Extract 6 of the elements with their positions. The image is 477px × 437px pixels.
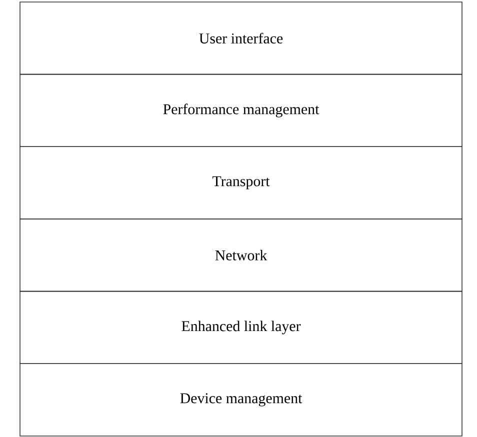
layer-box: Transport (20, 146, 462, 220)
layer-box: Performance management (20, 74, 462, 148)
layer-box: User interface (20, 2, 462, 75)
layer-box: Network (20, 218, 462, 292)
layer-box: Device management (20, 363, 462, 436)
layer-box: Enhanced link layer (20, 290, 462, 364)
